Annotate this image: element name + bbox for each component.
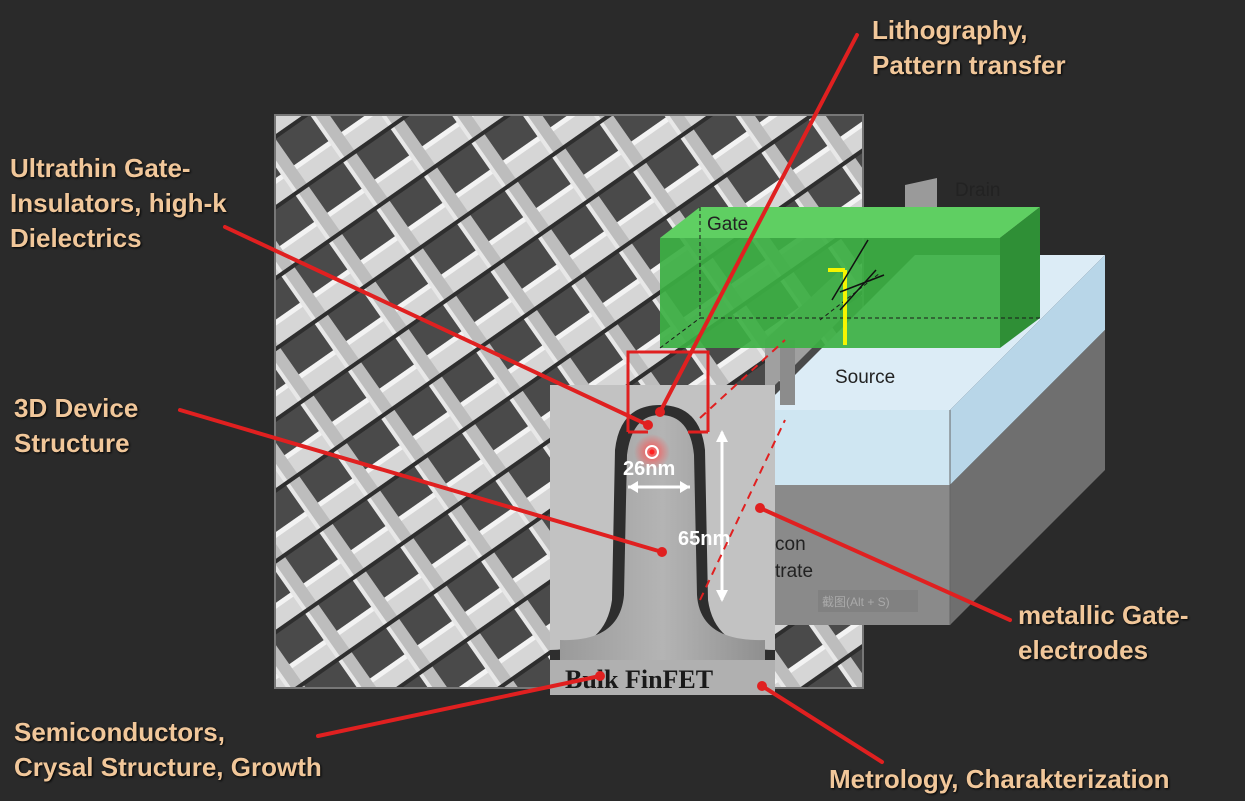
callout-semiconductors: Semiconductors, Crysal Structure, Growth xyxy=(14,717,322,782)
pointer-device-structure xyxy=(178,408,664,554)
drain-label: Drain xyxy=(955,180,1000,201)
substrate-label-1: con xyxy=(775,534,806,555)
pointer-metallic-gate xyxy=(758,506,1012,622)
gate-label: Gate xyxy=(707,214,748,235)
gate-box xyxy=(659,207,1040,349)
callout-gate-insulators: Ultrathin Gate- Insulators, high-k Diele… xyxy=(10,153,227,253)
source-label: Source xyxy=(835,367,895,388)
callout-metrology: Metrology, Charakterization xyxy=(829,764,1170,794)
tem-inset: 26nm 65nm Bulk FinFET xyxy=(550,385,775,695)
pointer-gate-insulators xyxy=(223,225,650,427)
zoom-indicator xyxy=(626,339,786,601)
callout-lithography: Lithography, Pattern transfer xyxy=(872,15,1066,80)
width-label: 26nm xyxy=(623,458,675,480)
pointer-lines xyxy=(178,33,1012,764)
height-label: 65nm xyxy=(678,528,730,550)
callout-metallic-gate: metallic Gate- electrodes xyxy=(1018,600,1189,665)
callout-device-structure: 3D Device Structure xyxy=(14,393,139,458)
pointer-metrology xyxy=(760,684,884,764)
pointer-semiconductors xyxy=(316,674,602,738)
substrate-label-2: trate xyxy=(775,561,813,582)
screenshot-watermark: 截图(Alt + S) xyxy=(822,595,890,609)
pointer-lithography xyxy=(658,33,859,414)
pointer-endpoints xyxy=(595,407,767,691)
